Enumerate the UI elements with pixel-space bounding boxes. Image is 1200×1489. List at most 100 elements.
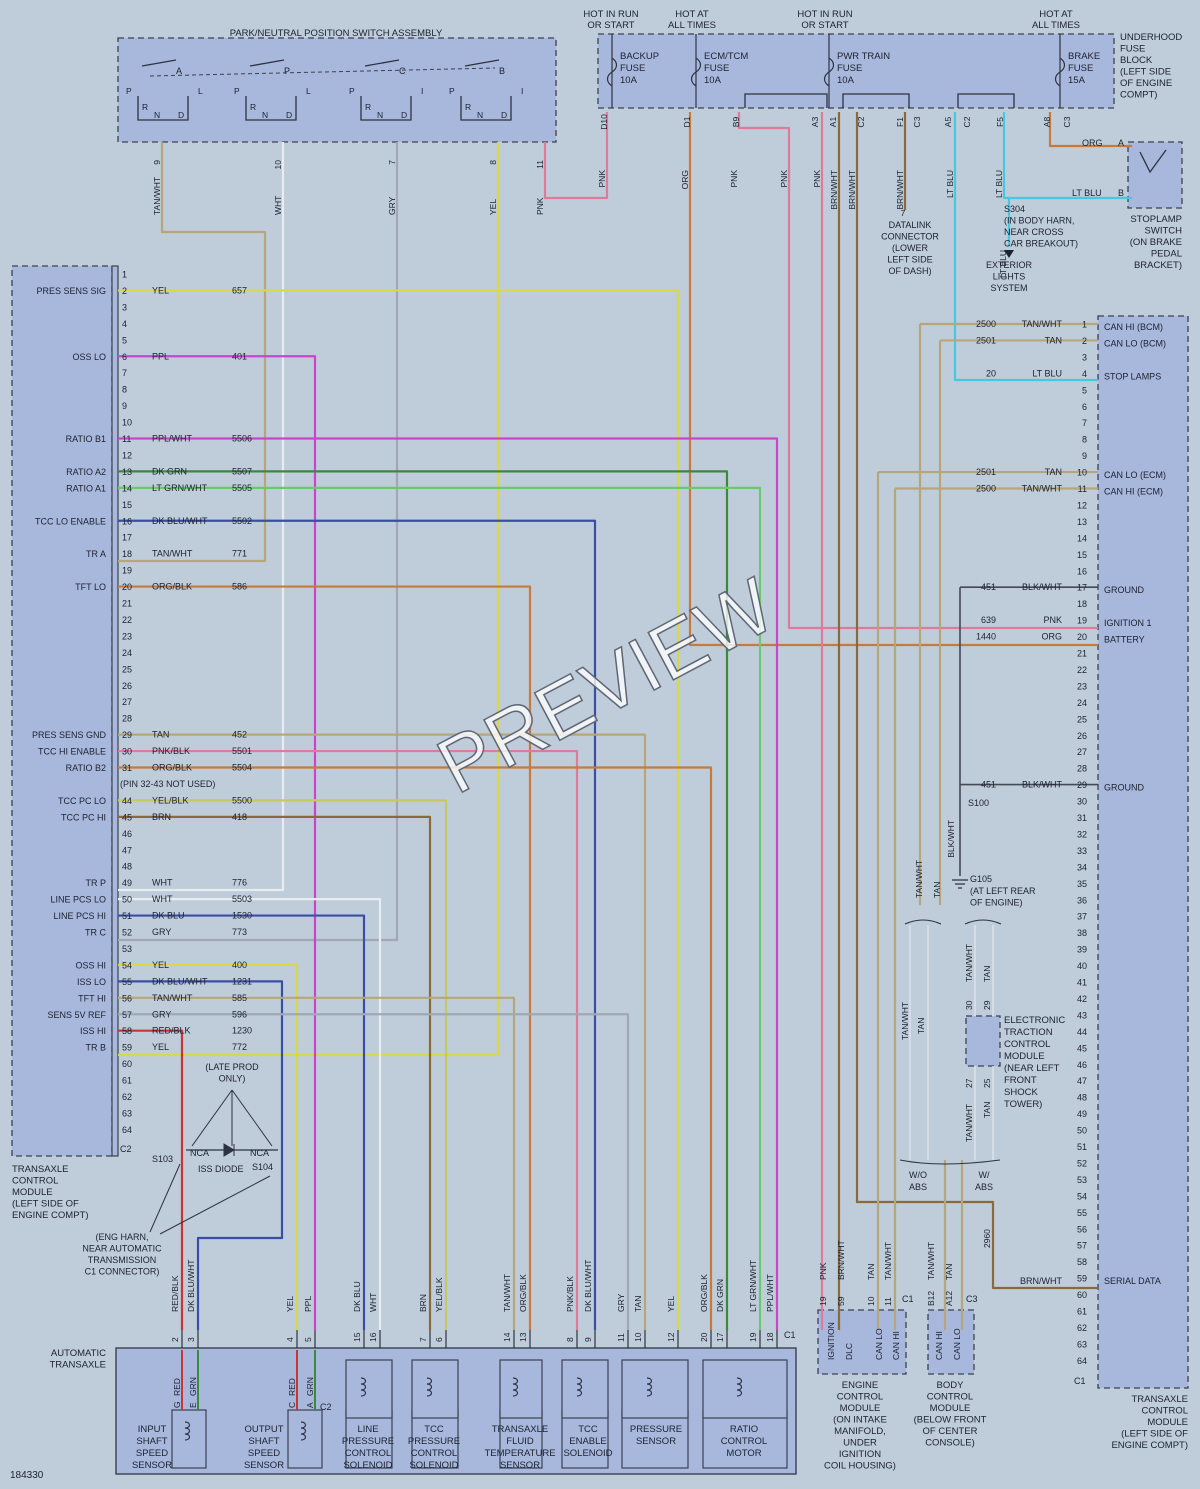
bottom-wire-color: PNK/BLK bbox=[565, 1276, 575, 1312]
bottom-wire-color: DK BLU bbox=[352, 1281, 362, 1312]
sensor-wire-color: GRN bbox=[188, 1377, 198, 1396]
tcm-right-pin-number: 61 bbox=[1077, 1307, 1087, 1317]
ecm-connector: C1 bbox=[902, 1294, 914, 1304]
tcm-right-pin-number: 57 bbox=[1077, 1241, 1087, 1251]
fuse-block-label-line: UNDERHOOD bbox=[1120, 32, 1182, 43]
fuse-wire-color: BRN/WHT bbox=[895, 170, 905, 210]
fuse-pin-label: B9 bbox=[731, 117, 741, 128]
stoplamp-label-line: (ON BRAKE bbox=[1130, 237, 1182, 248]
tcm-left-wire-color: WHT bbox=[152, 894, 173, 904]
switch-position: N bbox=[477, 110, 483, 120]
tcm-left-wire-color: ORG/BLK bbox=[152, 582, 192, 592]
tcm-right-wire-color: TAN/WHT bbox=[1022, 484, 1063, 494]
diode-icon bbox=[223, 1143, 235, 1157]
wire-ratio-b2 bbox=[118, 766, 713, 1330]
switch-bus bbox=[360, 96, 412, 121]
datalink-line: LEFT SIDE bbox=[887, 255, 932, 265]
tcm-left-pin-number: 22 bbox=[122, 615, 132, 625]
tcm-left-wire-color: YEL bbox=[152, 960, 169, 970]
bcm-label-line: CONTROL bbox=[927, 1392, 973, 1403]
component-label: ENABLE bbox=[569, 1436, 607, 1447]
wire-ratio-b1 bbox=[118, 437, 779, 1330]
coil-icon bbox=[736, 1377, 743, 1397]
tcm-left-pin-label: PRES SENS GND bbox=[32, 730, 107, 740]
tcm-right-pin-label: IGNITION 1 bbox=[1104, 618, 1152, 628]
pn-wire-color: WHT bbox=[273, 196, 283, 215]
tcm-right-pin-number: 21 bbox=[1077, 649, 1087, 659]
tcm-left-pin-number: 9 bbox=[122, 401, 127, 411]
switch-position: D bbox=[401, 110, 407, 120]
wire-pn-fuse bbox=[543, 112, 609, 200]
switch-mechanical-link bbox=[149, 67, 496, 77]
switch-bus bbox=[460, 96, 512, 121]
bottom-pin: 12 bbox=[666, 1332, 676, 1342]
bottom-pin: 5 bbox=[303, 1337, 313, 1342]
stoplamp-switch-box bbox=[1127, 141, 1183, 209]
switch-position: R bbox=[365, 102, 371, 112]
coil-icon bbox=[512, 1377, 519, 1397]
pn-wire-color: GRY bbox=[387, 196, 397, 215]
pn-wire-color: TAN/WHT bbox=[152, 177, 162, 215]
tcm-right-pin-number: 6 bbox=[1082, 402, 1087, 412]
bottom-pin: 20 bbox=[699, 1332, 709, 1342]
tcm-left-wire-color: PNK/BLK bbox=[152, 746, 190, 756]
fuse-wire-color: PNK bbox=[812, 170, 822, 188]
s304-line: NEAR CROSS bbox=[1004, 227, 1064, 237]
bcm-label-line: BODY bbox=[937, 1380, 965, 1391]
switch-position: D bbox=[178, 110, 184, 120]
tcm-left-circuit-number: 5505 bbox=[232, 483, 252, 493]
switch-position: N bbox=[154, 110, 160, 120]
fuse-header: ALL TIMES bbox=[1032, 20, 1080, 31]
tcm-right-pin-number: 58 bbox=[1077, 1257, 1087, 1267]
tcm-left-pin-number: 54 bbox=[122, 960, 132, 970]
component-box bbox=[561, 1409, 609, 1469]
sensor-wire-color: GRN bbox=[305, 1377, 315, 1396]
etcm-label-line: TOWER) bbox=[1004, 1099, 1042, 1110]
tcm-right-pin-number: 62 bbox=[1077, 1323, 1087, 1333]
tcm-right-circuit-number: 20 bbox=[986, 368, 996, 378]
abs-drop-label: TAN/WHT bbox=[900, 1002, 910, 1040]
tcm-right-pin-label: STOP LAMPS bbox=[1104, 371, 1161, 381]
tcm-right-pin-number: 33 bbox=[1077, 846, 1087, 856]
ecm-pin: 10 bbox=[866, 1296, 876, 1306]
tcm-left-wire-color: TAN bbox=[152, 730, 169, 740]
switch-blade bbox=[141, 59, 177, 67]
component-label: INPUT bbox=[138, 1424, 167, 1435]
coil-icon bbox=[576, 1377, 583, 1397]
tcm-right-label-line: ENGINE COMPT) bbox=[1111, 1440, 1188, 1451]
component-body bbox=[702, 1359, 788, 1419]
s304-line: CAR BREAKOUT) bbox=[1004, 239, 1078, 249]
bottom-wire-color: YEL/BLK bbox=[434, 1277, 444, 1312]
tcm-left-pin-number: 49 bbox=[122, 878, 132, 888]
switch-position: D bbox=[286, 110, 292, 120]
tcm-left-circuit-number: 5504 bbox=[232, 763, 252, 773]
bottom-wire-color: DK BLU/WHT bbox=[186, 1260, 196, 1312]
tcm-left-circuit-number: 5502 bbox=[232, 516, 252, 526]
switch-position: N bbox=[262, 110, 268, 120]
wire-tcc-hi-enable bbox=[118, 749, 579, 1330]
component-label: OUTPUT bbox=[244, 1424, 283, 1435]
pointer-lines bbox=[191, 1089, 273, 1147]
tcm-right-label-line: TRANSAXLE bbox=[1132, 1394, 1189, 1405]
fuse-header: HOT AT bbox=[675, 9, 709, 20]
switch-blade bbox=[364, 59, 400, 67]
switch-position: N bbox=[377, 110, 383, 120]
tcm-left-circuit-number: 5503 bbox=[232, 894, 252, 904]
tcm-right-pin-label: GROUND bbox=[1104, 585, 1144, 595]
tcm-left-box bbox=[11, 265, 113, 1157]
bcm-box bbox=[927, 1309, 975, 1375]
serial-circuit: 2960 bbox=[982, 1229, 992, 1248]
tcm-left-wire-color: RED/BLK bbox=[152, 1026, 191, 1036]
fuse-header: HOT AT bbox=[1039, 9, 1073, 20]
tcm-left-pin-label: RATIO A2 bbox=[66, 467, 106, 477]
tcm-right-pin-number: 2 bbox=[1082, 336, 1087, 346]
ecm-label-line: (ON INTAKE bbox=[833, 1415, 887, 1426]
tcm-right-pin-number: 7 bbox=[1082, 418, 1087, 428]
component-label: RATIO bbox=[730, 1424, 758, 1435]
auto-trans-label-line: AUTOMATIC bbox=[51, 1348, 106, 1359]
tcm-right-circuit-number: 2501 bbox=[976, 467, 996, 477]
tcm-right-wire-color: TAN bbox=[1045, 467, 1062, 477]
fuse-wire-color: PNK bbox=[779, 170, 789, 188]
tcm-left-pin-number: 19 bbox=[122, 566, 132, 576]
etcm-pin: 29 bbox=[982, 1000, 992, 1010]
